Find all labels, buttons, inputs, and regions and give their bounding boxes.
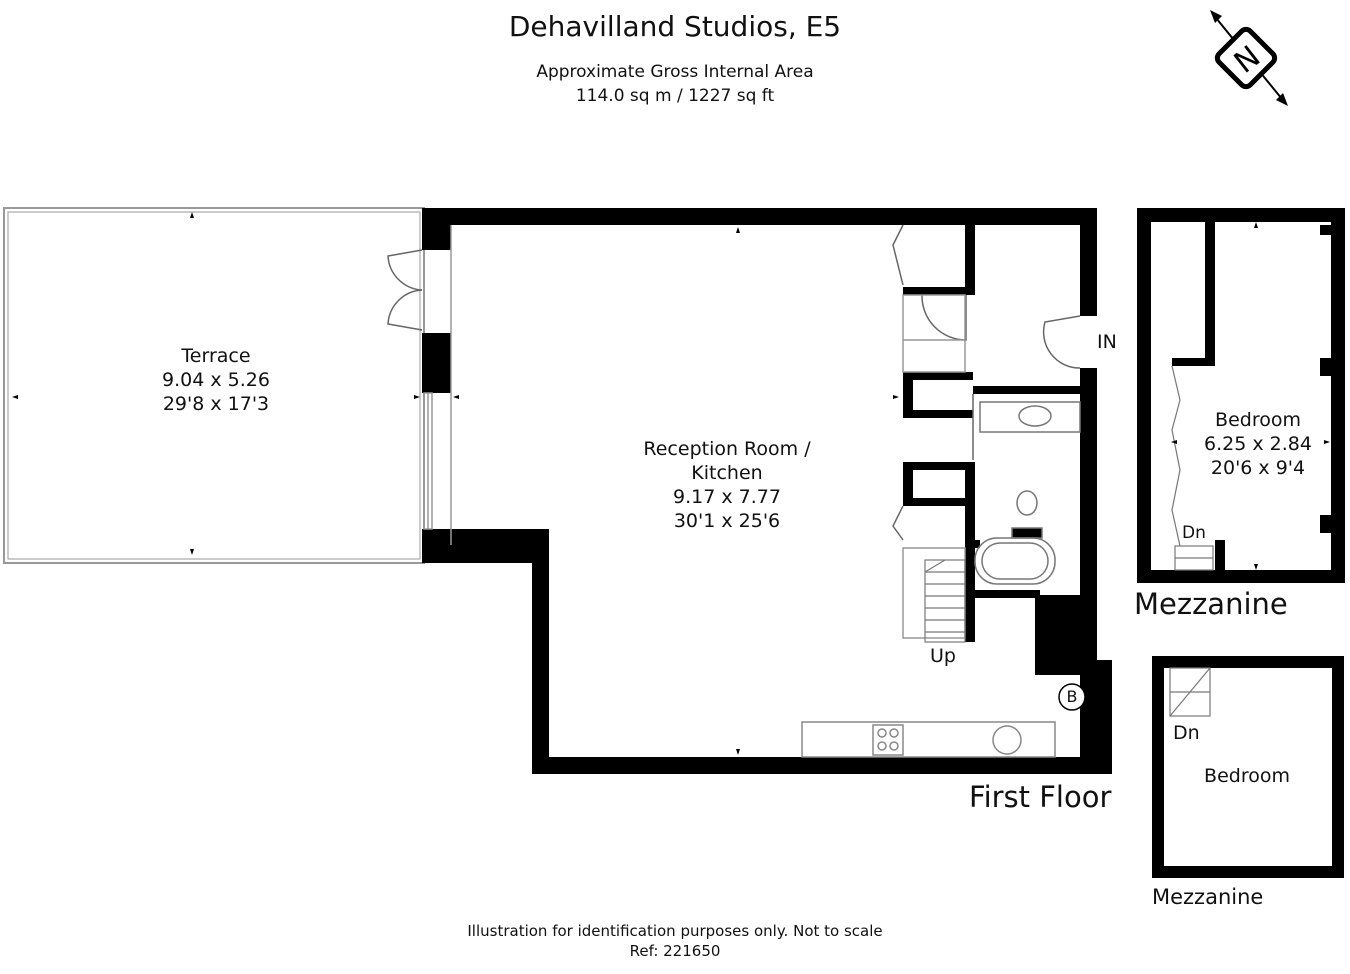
doors <box>387 224 1081 541</box>
terrace-label: Terrace 9.04 x 5.26 29'8 x 17'3 <box>162 344 270 416</box>
floor-label-first: First Floor <box>969 780 1112 814</box>
terrace-window <box>423 392 433 530</box>
reception-name-line1: Reception Room / <box>643 438 811 460</box>
boiler-icon <box>1058 683 1086 711</box>
bedroom-upper-imperial: 20'6 x 9'4 <box>1210 457 1306 479</box>
stairs-up-label: Up <box>930 645 956 667</box>
disclaimer: Illustration for identification purposes… <box>467 922 883 940</box>
reception-name-line2: Kitchen <box>691 462 763 484</box>
mezzanine-lower-stairs <box>1169 667 1211 717</box>
mezzanine-upper-stairs <box>1171 365 1214 571</box>
bedroom-upper-name: Bedroom <box>1215 409 1301 431</box>
reception-label: Reception Room / Kitchen 9.17 x 7.77 30'… <box>643 437 810 533</box>
area-caption: Approximate Gross Internal Area <box>536 62 814 82</box>
reception-imperial: 30'1 x 25'6 <box>673 510 781 532</box>
dimension-ticks <box>12 212 1330 755</box>
bedroom-lower-name: Bedroom <box>1204 765 1290 787</box>
terrace-name: Terrace <box>181 345 251 367</box>
terrace-imperial: 29'8 x 17'3 <box>162 393 270 415</box>
terrace-metric: 9.04 x 5.26 <box>162 369 270 391</box>
stairs-up <box>924 559 966 643</box>
bedroom-upper-metric: 6.25 x 2.84 <box>1204 433 1312 455</box>
reception-metric: 9.17 x 7.77 <box>673 486 781 508</box>
first-floor-walls <box>422 208 1112 774</box>
boiler-label: B <box>1066 687 1078 706</box>
plan-title: Dehavilland Studios, E5 <box>508 10 842 43</box>
reference: Ref: 221650 <box>629 942 721 960</box>
bathroom-fixtures <box>974 401 1081 585</box>
entry-label: IN <box>1097 331 1117 353</box>
mezzanine-lower-walls <box>1152 656 1344 878</box>
stairs-down-upper-label: Dn <box>1182 523 1206 543</box>
stairs-down-lower-label: Dn <box>1173 722 1200 744</box>
floor-label-mezzanine-upper: Mezzanine <box>1134 587 1288 621</box>
area-value: 114.0 sq m / 1227 sq ft <box>575 86 775 106</box>
floor-label-mezzanine-lower: Mezzanine <box>1152 885 1264 909</box>
kitchen-counter <box>801 721 1056 758</box>
partitions <box>450 225 966 639</box>
mezzanine-upper-walls <box>1137 208 1345 583</box>
bedroom-upper-label: Bedroom 6.25 x 2.84 20'6 x 9'4 <box>1204 408 1312 480</box>
north-compass-icon: N <box>1210 10 1288 106</box>
